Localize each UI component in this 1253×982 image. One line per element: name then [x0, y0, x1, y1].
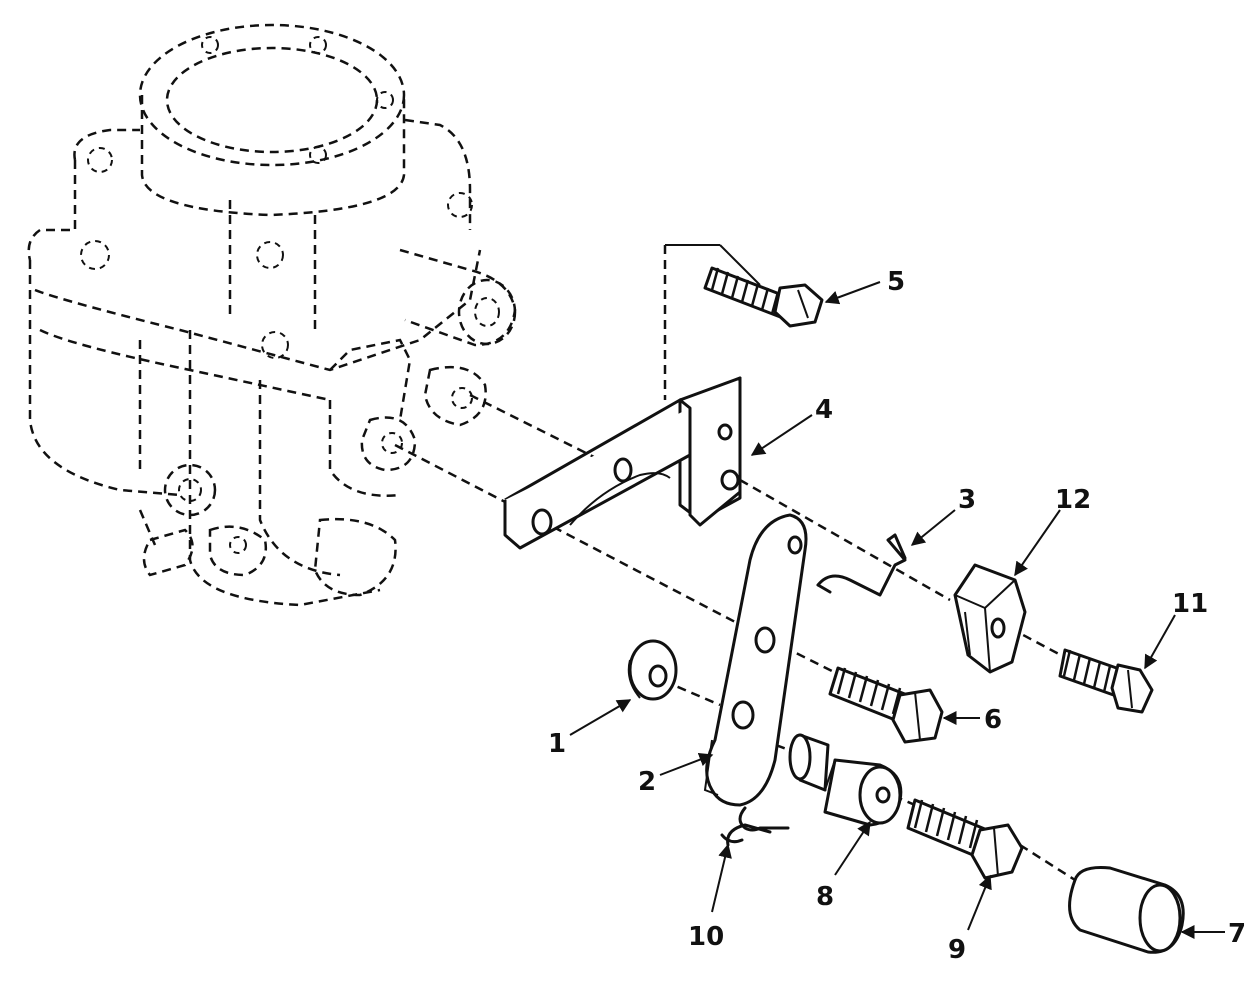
- bolt-part-6: [828, 666, 944, 744]
- callout-4: 4: [750, 395, 833, 456]
- callout-label-12: 12: [1055, 485, 1091, 515]
- callout-label-8: 8: [816, 882, 834, 912]
- callout-label-7: 7: [1228, 919, 1246, 949]
- washer-part-1: [627, 639, 678, 701]
- link-arm-part-2: [703, 513, 808, 807]
- bolt-part-5: [703, 266, 824, 328]
- callout-label-1: 1: [548, 729, 566, 759]
- bolt-part-11: [1058, 648, 1154, 714]
- callout-label-11: 11: [1172, 589, 1208, 619]
- callout-label-3: 3: [958, 485, 976, 515]
- callout-7: 7: [1180, 919, 1246, 949]
- bolt-part-9: [906, 798, 1024, 880]
- callout-3: 3: [910, 485, 976, 546]
- callout-label-4: 4: [815, 395, 833, 425]
- spring-part-3: [816, 533, 907, 597]
- callout-5: 5: [824, 267, 905, 305]
- clip-nut-part-12: [953, 563, 1027, 674]
- carburetor-body: [27, 23, 517, 607]
- callout-label-2: 2: [638, 767, 656, 797]
- callout-10: 10: [688, 843, 732, 952]
- callout-2: 2: [638, 752, 714, 797]
- bracket-part-4: [503, 376, 742, 550]
- callout-6: 6: [942, 705, 1002, 735]
- callout-1: 1: [548, 699, 632, 759]
- callout-label-9: 9: [948, 935, 966, 965]
- callout-12: 12: [1014, 485, 1091, 577]
- callout-9: 9: [948, 874, 992, 965]
- cap-part-7: [1068, 866, 1185, 954]
- cotter-pin-part-10: [720, 806, 790, 847]
- callout-label-5: 5: [887, 267, 905, 297]
- callout-11: 11: [1144, 589, 1208, 670]
- callout-label-10: 10: [688, 922, 724, 952]
- callout-8: 8: [816, 820, 871, 912]
- swivel-part-8: [788, 733, 903, 827]
- callout-label-6: 6: [984, 705, 1002, 735]
